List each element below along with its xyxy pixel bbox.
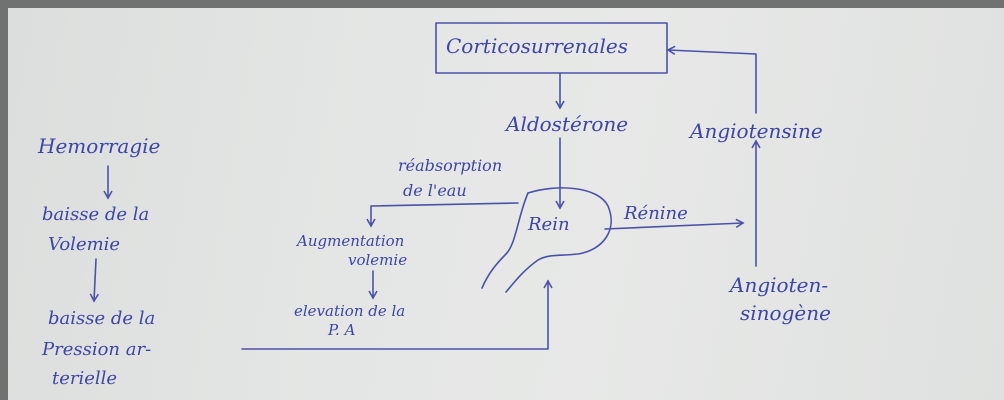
baisse-pression-line2: Pression ar- [42, 339, 152, 360]
arrow-baisse-volemie-to-baisse-pression [89, 258, 100, 303]
arrow-rein-to-augmentation [366, 202, 519, 228]
angiotensine-label: Angiotensine [690, 119, 823, 143]
rein-label: Rein [528, 214, 570, 235]
reabsorption-line2: de l'eau [403, 181, 467, 200]
reabsorption-line1: réabsorption [398, 156, 503, 175]
augmentation-line1: Augmentation [297, 232, 405, 250]
baisse-volemie-line2: Volemie [48, 234, 121, 255]
kidney-outer [481, 192, 529, 289]
paper-sheet: Corticosurrenales Aldostérone Angiotensi… [8, 8, 1004, 400]
corticosurrenales-label: Corticosurrenales [446, 34, 628, 58]
arrow-lines [89, 22, 761, 350]
arrow-pression-to-rein [241, 279, 553, 350]
elevation-line1: elevation de la [294, 302, 406, 320]
hemorragie-label: Hemorragie [38, 134, 161, 158]
kidney-shape [505, 187, 612, 293]
angiotensinogene-line1: Angioten- [730, 273, 829, 297]
arrow-angiotensine-to-box [666, 45, 757, 114]
augmentation-line2: volemie [348, 251, 408, 269]
baisse-pression-line3: terielle [52, 368, 118, 389]
baisse-pression-line1: baisse de la [48, 308, 156, 329]
renine-label: Rénine [624, 203, 688, 224]
baisse-volemie-line1: baisse de la [42, 204, 150, 225]
arrow-rein-to-renine [604, 218, 745, 230]
angiotensinogene-line2: sinogène [740, 301, 831, 325]
elevation-line2: P. A [328, 321, 356, 339]
aldosterone-label: Aldostérone [506, 112, 629, 136]
